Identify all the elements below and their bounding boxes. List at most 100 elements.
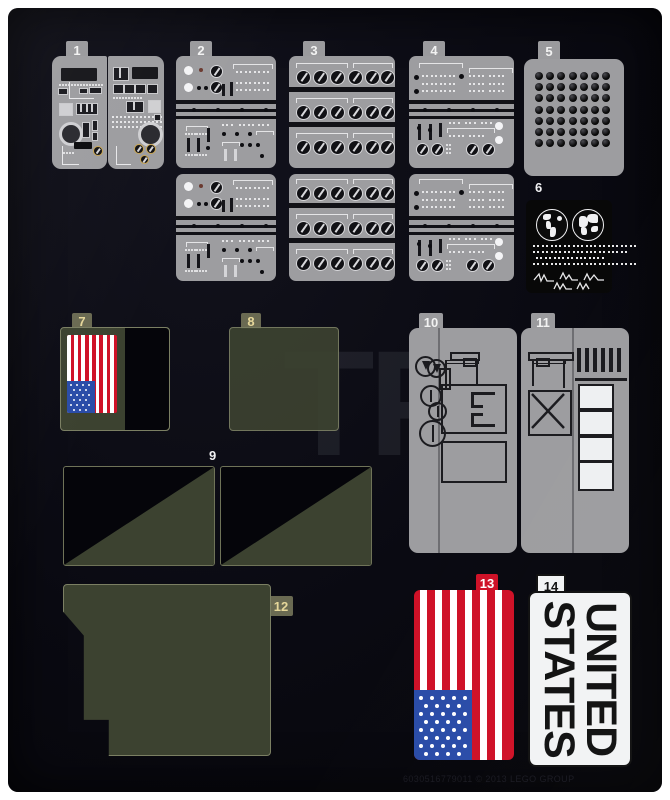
switch <box>146 144 156 154</box>
button-group <box>113 67 129 81</box>
sticker-7[interactable]: 7 <box>60 313 172 443</box>
fin <box>601 348 605 372</box>
divider <box>91 104 93 112</box>
us-flag-sticker-7 <box>67 335 117 413</box>
button <box>148 100 161 113</box>
connector-line <box>476 360 478 384</box>
sticker-3-upper <box>289 56 395 168</box>
globe-western-icon <box>536 209 568 241</box>
x-box-outline <box>528 390 572 436</box>
sticker-4-number-tab: 4 <box>423 41 445 59</box>
sticker-7-number-tab: 7 <box>72 313 92 329</box>
divider <box>86 104 88 112</box>
data-line <box>536 257 604 259</box>
sticker-12[interactable]: 12 <box>63 582 303 762</box>
data-line <box>533 245 636 247</box>
sticker-13-number-tab: 13 <box>476 574 498 592</box>
fin <box>577 348 581 372</box>
button <box>147 84 158 94</box>
sticker-7-panel <box>60 327 170 431</box>
sticker-4[interactable]: 4 <box>409 41 514 281</box>
sticker-5-grille <box>524 59 624 176</box>
sticker-6-screen <box>526 200 636 293</box>
sticker-6[interactable]: 6 <box>522 180 636 295</box>
sticker-6-number: 6 <box>535 180 543 195</box>
sticker-2-upper <box>176 56 276 168</box>
button <box>124 84 135 94</box>
us-flag-sticker-13 <box>414 590 514 760</box>
sticker-9-number: 9 <box>209 448 217 463</box>
connector-line <box>532 360 534 386</box>
flag-canton <box>414 690 472 760</box>
wire-trace <box>116 146 131 165</box>
button <box>135 84 146 94</box>
fitting <box>463 358 477 367</box>
sticker-5[interactable]: 5 <box>524 41 624 176</box>
sticker-13[interactable]: 13 <box>412 574 522 764</box>
button <box>79 88 88 94</box>
label-marks <box>59 84 103 86</box>
sticker-14[interactable]: 14 UNITED STATES <box>528 574 632 767</box>
button <box>154 114 161 121</box>
license-plate: UNITED STATES <box>528 591 632 767</box>
connector-line <box>445 360 447 388</box>
sticker-8[interactable]: 8 <box>229 313 341 443</box>
sticker-1-number-tab: 1 <box>66 41 88 59</box>
switch <box>134 144 144 154</box>
slider <box>82 122 90 138</box>
display-screen <box>132 67 158 79</box>
button <box>89 87 102 94</box>
sticker-1-left-panel <box>52 56 107 169</box>
switch <box>93 146 103 156</box>
plate-text: UNITED STATES <box>535 600 626 757</box>
fin <box>617 348 621 372</box>
connector-line <box>563 360 565 388</box>
fin <box>609 348 613 372</box>
button <box>113 84 124 94</box>
fin <box>585 348 589 372</box>
label-card <box>578 461 614 491</box>
label-card <box>578 436 614 462</box>
sticker-2-lower <box>176 174 276 281</box>
sticker-4-lower <box>409 174 514 281</box>
sticker-2-number-tab: 2 <box>190 41 212 59</box>
plate-line-1: UNITED <box>577 601 626 757</box>
sticker-11-number-tab: 11 <box>531 313 555 331</box>
label-card <box>578 384 614 410</box>
fitting <box>536 358 550 367</box>
sticker-11[interactable]: 11 <box>521 313 629 553</box>
flag-canton <box>67 381 95 413</box>
wire-trace <box>62 146 79 165</box>
button <box>59 103 73 116</box>
sticker-3[interactable]: 3 <box>289 41 395 281</box>
button <box>58 88 68 95</box>
sticker-3-lower <box>289 174 395 281</box>
slider <box>92 132 98 141</box>
sticker-10-number-tab: 10 <box>419 313 443 331</box>
switch <box>140 155 149 164</box>
copyright-notice: 6030516779011 © 2013 LEGO GROUP <box>403 774 575 784</box>
sticker-4-upper <box>409 56 514 168</box>
display-screen <box>61 68 97 81</box>
data-line <box>533 251 628 253</box>
display-screen <box>74 142 92 149</box>
sticker-1-right-panel <box>108 56 164 169</box>
speaker-hole-grid <box>535 72 611 148</box>
sticker-11-panel <box>521 328 629 553</box>
globe-eastern-icon <box>572 209 604 241</box>
sticker-sheet: TP 1 <box>8 8 662 792</box>
sticker-1[interactable]: 1 <box>52 41 164 169</box>
sticker-5-number-tab: 5 <box>538 41 560 61</box>
sticker-9-left-triangle <box>63 466 215 566</box>
sticker-10[interactable]: 10 <box>409 313 517 553</box>
waveform-traces <box>533 271 604 291</box>
sticker-12-number-tab: 12 <box>269 596 293 616</box>
equipment-outline <box>441 441 507 483</box>
slider <box>92 120 98 131</box>
label-card <box>578 410 614 436</box>
sticker-9[interactable]: 9 <box>63 448 373 568</box>
equipment-outline <box>441 384 507 434</box>
sticker-8-number-tab: 8 <box>241 313 261 329</box>
sticker-2[interactable]: 2 <box>176 41 276 281</box>
sticker-10-panel <box>409 328 517 553</box>
